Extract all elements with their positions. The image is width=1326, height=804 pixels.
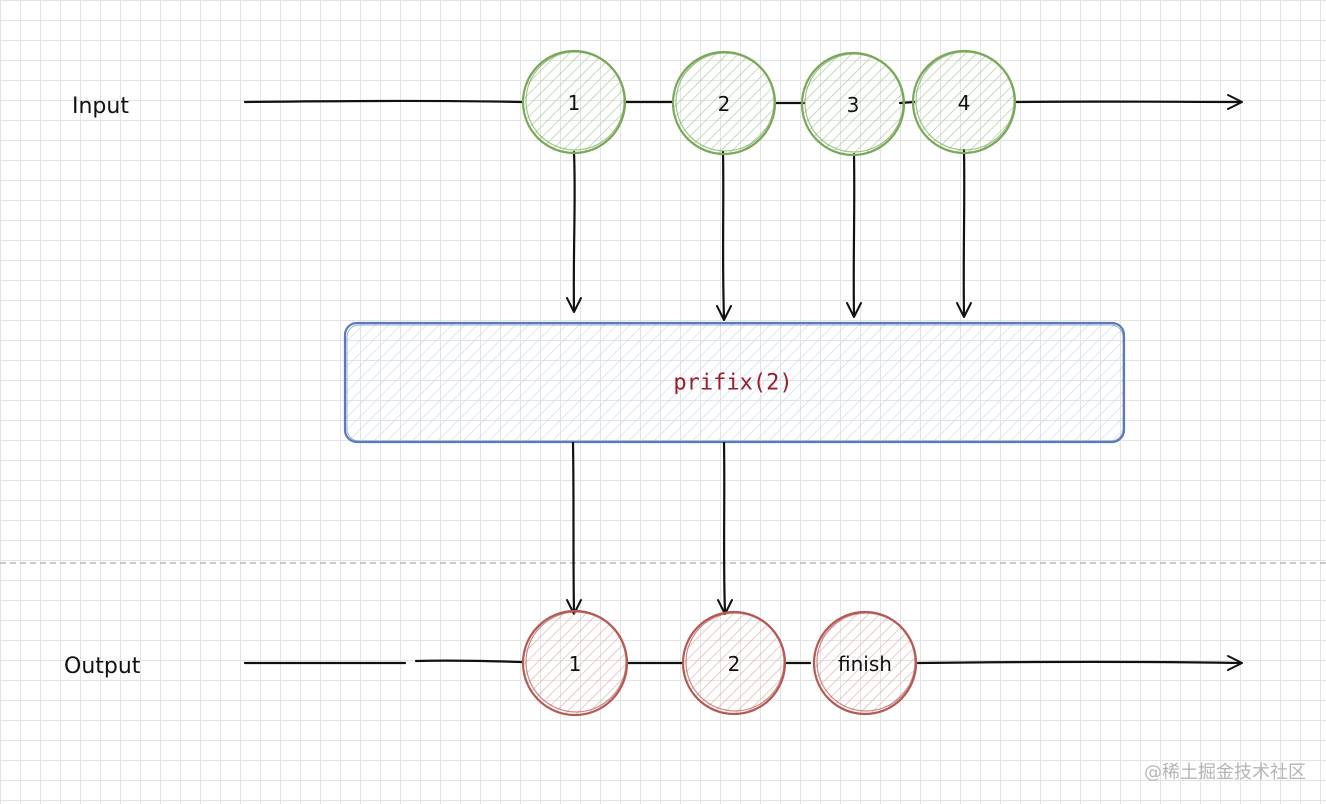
operator-box: prifix(2)	[343, 321, 1126, 444]
input-timeline	[243, 99, 524, 104]
arrow-line	[572, 150, 576, 312]
input-arrowhead-icon	[1227, 94, 1243, 110]
arrow-line	[962, 148, 966, 317]
operator-to-output-arrows	[566, 441, 733, 615]
output-timeline	[414, 659, 524, 664]
arrow-head-icon	[716, 305, 732, 321]
arrow-head-icon	[956, 302, 972, 318]
arrow-head-icon	[846, 302, 862, 318]
operator-box-frame	[343, 321, 1126, 444]
operator-label: prifix(2)	[673, 371, 792, 396]
arrow-line	[721, 150, 726, 320]
input-marble: 4	[911, 49, 1017, 155]
output-marble: 2	[681, 610, 787, 716]
input-marble-label: 2	[718, 92, 731, 116]
output-marbles: 1 2 finish	[521, 609, 918, 717]
output-stream-label: Output	[64, 654, 141, 679]
watermark: @稀土掘金技术社区	[1144, 762, 1306, 783]
output-marble-label: 1	[569, 652, 582, 676]
arrow-line	[852, 152, 856, 317]
output-marble-label: finish	[838, 652, 892, 676]
input-to-operator-arrows	[566, 148, 972, 321]
input-marble: 3	[800, 51, 906, 157]
output-timeline-arrow	[916, 660, 1242, 665]
arrow-line	[722, 441, 727, 614]
output-arrowhead-icon	[1227, 655, 1243, 671]
operator-box-sketch	[346, 324, 1124, 442]
input-marble-label: 3	[847, 93, 860, 117]
arrow-line	[571, 441, 576, 614]
output-marble-label: 2	[728, 652, 741, 676]
output-marble: 1	[521, 609, 629, 717]
input-stream-label: Input	[72, 94, 129, 119]
output-marble: finish	[812, 610, 918, 716]
input-marbles: 1 2 3 4	[521, 49, 1017, 157]
input-marble: 2	[671, 50, 777, 156]
input-marble: 1	[521, 49, 627, 155]
input-marble-label: 1	[568, 91, 581, 115]
arrow-head-icon	[566, 297, 582, 313]
input-marble-label: 4	[958, 91, 971, 115]
